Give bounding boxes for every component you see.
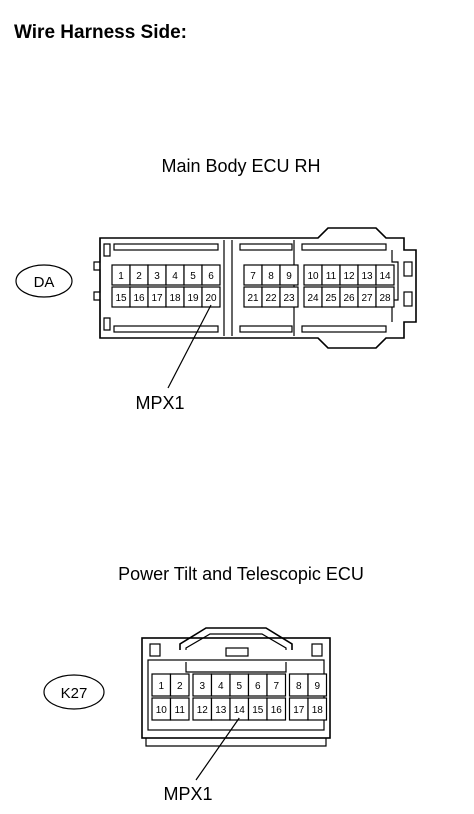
- connector-da-pointer-line: [167, 304, 212, 389]
- connector-k27-pin-18-number: 18: [312, 705, 324, 716]
- connector-k27-pin-3-number: 3: [199, 681, 205, 692]
- connector-da-pin-23-cell: [279, 286, 299, 308]
- connector-k27-pin-12-number: 12: [197, 705, 209, 716]
- connector-k27-pin-14-number: 14: [234, 705, 246, 716]
- connector-da-pin-20-number: 20: [205, 293, 217, 304]
- connector-k27-pin-15-number: 15: [252, 705, 264, 716]
- connector-da-pin-25-number: 25: [325, 293, 337, 304]
- connector-k27-pin-5-number: 5: [236, 681, 242, 692]
- connector-k27-pin-11-number: 11: [175, 705, 186, 716]
- connector-da-pin-8-number: 8: [268, 271, 274, 282]
- connector-k27-pin-7-number: 7: [273, 681, 279, 692]
- connector-da-pin-3-number: 3: [154, 271, 160, 282]
- connector-da-pointer-label: MPX1: [135, 393, 184, 413]
- connector-da-pin-15-number: 15: [115, 293, 127, 304]
- connector-da-title: Main Body ECU RH: [161, 156, 320, 176]
- connector-k27-pin-13-number: 13: [215, 705, 227, 716]
- connector-k27-pin-4-number: 4: [218, 681, 224, 692]
- connector-da-pin-24-number: 24: [307, 293, 319, 304]
- connector-k27-pin-2-cell: [169, 673, 190, 697]
- connector-k27-code: K27: [61, 685, 88, 702]
- connector-da-pin-9-cell: [279, 264, 299, 286]
- connector-da-pin-12-number: 12: [343, 271, 355, 282]
- connector-da-pin-17-number: 17: [151, 293, 163, 304]
- connector-k27-pin-11-cell: [169, 697, 190, 721]
- connector-k27-pin-16-number: 16: [271, 705, 283, 716]
- connector-da-pin-9-number: 9: [286, 271, 292, 282]
- connector-da-pin-26-number: 26: [343, 293, 355, 304]
- connector-da-pin-14-number: 14: [379, 271, 391, 282]
- connector-k27-housing: [141, 627, 331, 747]
- connector-k27-title: Power Tilt and Telescopic ECU: [118, 564, 364, 584]
- connector-da-pin-22-number: 22: [265, 293, 277, 304]
- connector-k27-pointer-label: MPX1: [163, 784, 212, 804]
- connector-da-pin-10-number: 10: [307, 271, 319, 282]
- connector-da-pin-1-number: 1: [118, 271, 124, 282]
- page-heading: Wire Harness Side:: [14, 22, 187, 43]
- connector-k27-pin-9-number: 9: [314, 681, 320, 692]
- connector-k27-pin-6-number: 6: [255, 681, 261, 692]
- connector-da-code-badge: DA: [15, 264, 73, 298]
- connector-da-pin-28-number: 28: [379, 293, 391, 304]
- connector-da-pin-23-number: 23: [283, 293, 295, 304]
- connector-da-pin-7-number: 7: [250, 271, 256, 282]
- connector-k27-pin-2-number: 2: [177, 681, 183, 692]
- connector-da-code: DA: [34, 274, 55, 291]
- connector-da-pin-6-number: 6: [208, 271, 214, 282]
- connector-da-pin-20-cell: [201, 286, 221, 308]
- connector-da-pin-27-number: 27: [361, 293, 373, 304]
- connector-k27-pointer-line: [195, 717, 240, 781]
- connector-k27-pin-17-number: 17: [293, 705, 305, 716]
- connector-k27-pin-10-number: 10: [156, 705, 168, 716]
- connector-da-pin-2-number: 2: [136, 271, 142, 282]
- connector-k27-code-badge: K27: [43, 674, 105, 710]
- connector-da-pin-6-cell: [201, 264, 221, 286]
- connector-da-pin-21-number: 21: [247, 293, 259, 304]
- connector-k27-pin-16-cell: [266, 697, 287, 721]
- connector-k27-pin-9-cell: [307, 673, 328, 697]
- connector-da-pin-4-number: 4: [172, 271, 178, 282]
- connector-da-pin-16-number: 16: [133, 293, 145, 304]
- connector-da-pin-13-number: 13: [361, 271, 373, 282]
- connector-da-pin-19-number: 19: [187, 293, 199, 304]
- connector-da-pin-11-number: 11: [326, 271, 337, 282]
- connector-k27-pin-7-cell: [266, 673, 287, 697]
- connector-k27-pin-1-number: 1: [158, 681, 164, 692]
- connector-da: Main Body ECU RH DA: [15, 156, 417, 413]
- connector-da-pin-5-number: 5: [190, 271, 196, 282]
- connector-da-pin-28-cell: [375, 286, 395, 308]
- connector-da-pin-14-cell: [375, 264, 395, 286]
- connector-k27-pin-8-number: 8: [296, 681, 302, 692]
- connector-da-pin-18-number: 18: [169, 293, 181, 304]
- connector-k27-pin-18-cell: [307, 697, 328, 721]
